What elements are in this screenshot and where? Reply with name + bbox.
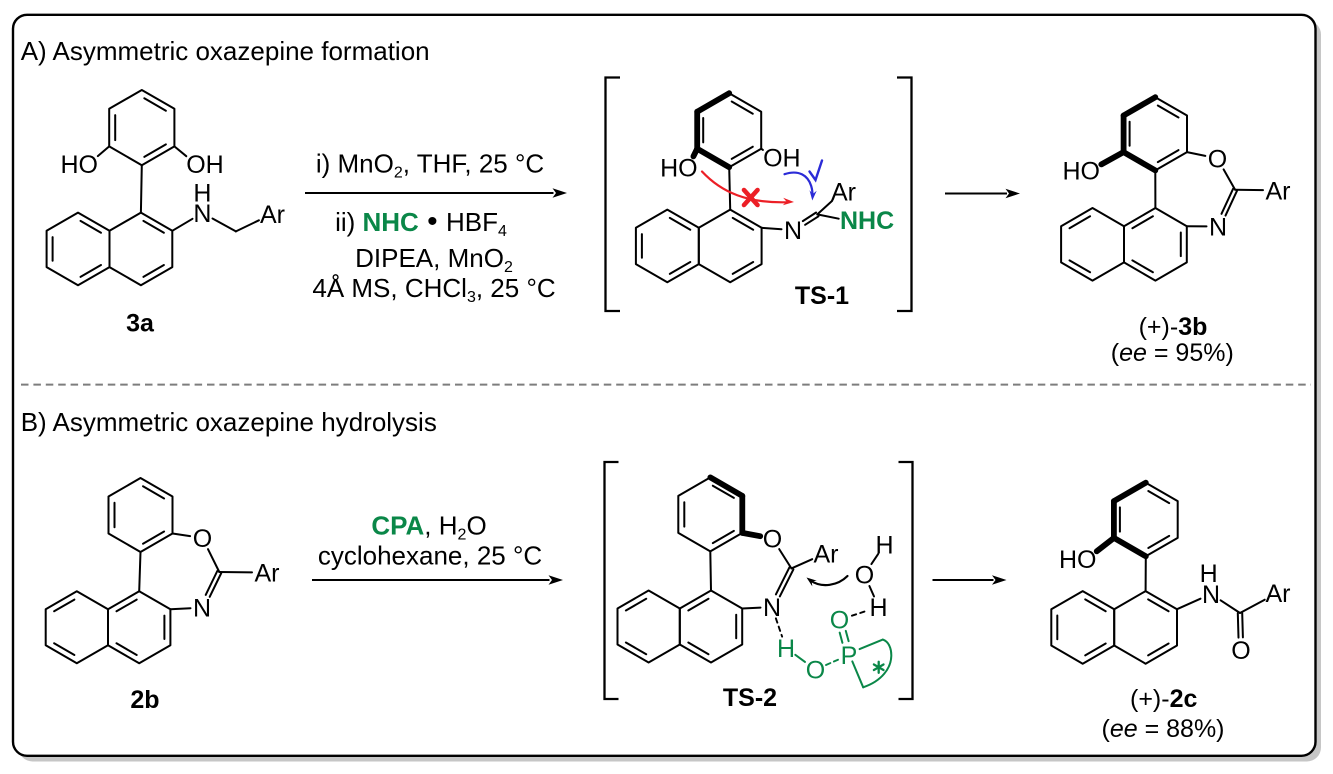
svg-text:TS-2: TS-2 [723, 684, 777, 712]
svg-text:H: H [777, 635, 795, 663]
svg-text:HO: HO [660, 155, 698, 183]
svg-text:4Å MS, CHCl3, 25 °C: 4Å MS, CHCl3, 25 °C [312, 273, 555, 306]
svg-text:B) Asymmetric oxazepine hydrol: B) Asymmetric oxazepine hydrolysis [21, 407, 437, 437]
svg-text:N: N [1209, 214, 1227, 242]
svg-text:Ar: Ar [1266, 177, 1291, 205]
svg-text:O: O [806, 657, 825, 685]
svg-text:CPA, H2O: CPA, H2O [371, 511, 486, 544]
svg-text:DIPEA, MnO2: DIPEA, MnO2 [355, 243, 513, 276]
svg-text:N: N [763, 594, 781, 622]
svg-text:O: O [1231, 637, 1250, 665]
svg-text:i) MnO2, THF, 25 °C: i) MnO2, THF, 25 °C [316, 149, 544, 182]
svg-text:HO: HO [1063, 157, 1101, 185]
svg-text:H: H [875, 532, 893, 560]
svg-text:(ee = 95%): (ee = 95%) [1111, 339, 1234, 367]
svg-text:H: H [1200, 560, 1218, 588]
svg-text:2b: 2b [130, 686, 159, 714]
svg-text:N: N [784, 217, 802, 245]
svg-text:Ar: Ar [831, 179, 856, 207]
svg-text:O: O [855, 562, 874, 590]
svg-text:TS-1: TS-1 [795, 282, 849, 310]
svg-text:HO: HO [1059, 546, 1097, 574]
svg-text:Ar: Ar [814, 541, 839, 569]
svg-text:OH: OH [763, 145, 801, 173]
svg-text:NHC: NHC [840, 207, 894, 235]
svg-text:ii) NHC • HBF4: ii) NHC • HBF4 [335, 205, 507, 240]
svg-text:OH: OH [186, 151, 224, 179]
svg-text:3a: 3a [126, 310, 155, 338]
svg-text:Ar: Ar [255, 560, 280, 588]
svg-text:HO: HO [61, 151, 99, 179]
svg-text:(+)-2c: (+)-2c [1130, 685, 1197, 713]
svg-text:O: O [193, 525, 212, 553]
svg-text:A) Asymmetric oxazepine format: A) Asymmetric oxazepine formation [21, 36, 430, 66]
svg-text:O: O [830, 607, 849, 635]
svg-text:H: H [869, 594, 887, 622]
svg-text:(ee = 88%): (ee = 88%) [1102, 715, 1225, 743]
svg-text:(+)-3b: (+)-3b [1139, 313, 1208, 341]
svg-text:cyclohexane, 25 °C: cyclohexane, 25 °C [318, 541, 542, 571]
svg-text:H: H [193, 179, 211, 207]
svg-text:Ar: Ar [1266, 580, 1291, 608]
svg-text:Ar: Ar [260, 201, 285, 229]
svg-text:N: N [193, 595, 211, 623]
